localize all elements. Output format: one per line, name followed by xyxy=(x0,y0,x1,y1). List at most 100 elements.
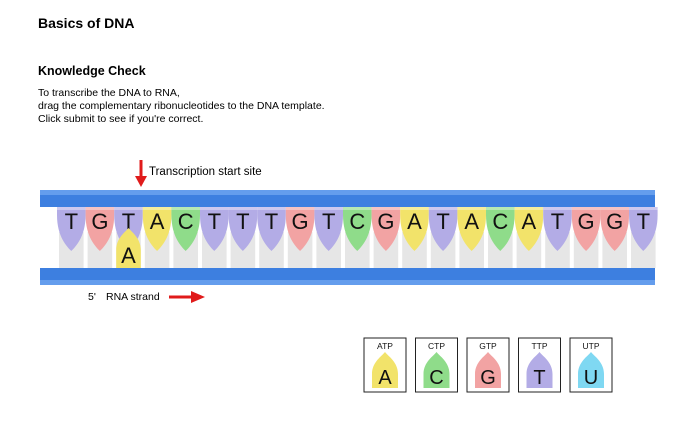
template-base: G xyxy=(85,207,115,251)
template-base-shape xyxy=(257,207,286,251)
template-base: T xyxy=(200,207,229,251)
placed-nucleotides: A xyxy=(116,228,141,268)
template-base-letter: A xyxy=(464,209,479,234)
template-base: G xyxy=(371,207,401,251)
instruction-line: drag the complementary ribonucleotides t… xyxy=(38,100,325,112)
template-base-shape xyxy=(428,207,458,251)
template-base-highlight xyxy=(428,207,458,210)
template-base-shape xyxy=(371,207,401,251)
template-base-shape xyxy=(57,207,86,251)
palette-tile-shape xyxy=(475,352,501,388)
template-base-letter: A xyxy=(522,209,537,234)
palette-tile-code: ATP xyxy=(377,341,393,351)
template-base-letter: G xyxy=(377,209,394,234)
template-base-shape xyxy=(629,207,658,251)
template-base-shape xyxy=(171,207,200,251)
template-base-letter: T xyxy=(65,209,78,234)
transcription-start-label: Transcription start site xyxy=(149,166,262,178)
palette-tile-gtp[interactable]: GTP G xyxy=(466,337,510,393)
template-base-highlight xyxy=(228,207,258,210)
palette-tile-ctp[interactable]: CTP C xyxy=(415,337,458,393)
palette-tile-shape xyxy=(578,352,604,388)
palette-tile-letter: G xyxy=(480,367,496,389)
template-base-highlight xyxy=(200,207,229,210)
template-base-highlight xyxy=(114,207,143,210)
template-base-shape xyxy=(285,207,315,251)
template-base-letter: C xyxy=(178,209,194,234)
template-base-shape xyxy=(457,207,486,251)
template-base-shape xyxy=(200,207,229,251)
template-base: G xyxy=(600,207,629,251)
template-base-letter: T xyxy=(236,209,249,234)
placed-nucleotide[interactable]: A xyxy=(116,228,141,268)
palette-tile-code: GTP xyxy=(479,341,497,351)
template-base: C xyxy=(343,207,372,251)
template-base-letter: G xyxy=(91,209,108,234)
template-base-highlight xyxy=(343,207,372,210)
template-base-letter: G xyxy=(578,209,595,234)
palette-tile-letter: A xyxy=(378,367,392,389)
palette-tile-shape xyxy=(372,352,398,388)
template-base-highlight xyxy=(257,207,286,210)
template-base-letter: A xyxy=(150,209,165,234)
template-base-highlight xyxy=(543,207,572,210)
template-base: C xyxy=(171,207,200,251)
template-base-highlight xyxy=(514,207,544,210)
knowledge-check-title: Knowledge Check xyxy=(38,64,146,78)
template-base: A xyxy=(142,207,172,251)
palette-tile-letter: C xyxy=(429,367,443,389)
placed-nucleotide-shape xyxy=(116,228,141,268)
template-base: T xyxy=(228,207,258,251)
template-base-shape xyxy=(486,207,515,251)
instructions: To transcribe the DNA to RNA, drag the c… xyxy=(38,87,325,126)
palette-tile-atp[interactable]: ATP A xyxy=(363,337,407,393)
template-base-shape xyxy=(543,207,572,251)
template-base-highlight xyxy=(171,207,200,210)
template-base-shape xyxy=(314,207,343,251)
template-base-shape xyxy=(85,207,115,251)
template-base-letter: T xyxy=(208,209,221,234)
rna-strand-label: RNA strand xyxy=(106,291,160,303)
template-base-letter: A xyxy=(407,209,422,234)
rna-direction-arrow xyxy=(169,291,205,303)
rna-5-prime-label: 5' xyxy=(88,291,96,303)
template-base-letter: T xyxy=(551,209,564,234)
palette-tile-code: UTP xyxy=(583,341,600,351)
template-base-letter: G xyxy=(606,209,623,234)
template-base-highlight xyxy=(457,207,486,210)
template-base-highlight xyxy=(85,207,115,210)
template-base-shape xyxy=(571,207,601,251)
rna-backbone-highlight xyxy=(40,280,655,285)
template-base-letter: C xyxy=(349,209,365,234)
palette-tile-shape xyxy=(526,352,553,388)
template-base-shape xyxy=(228,207,258,251)
dna-template-backbone-highlight xyxy=(40,190,655,195)
template-base-highlight xyxy=(371,207,401,210)
template-base: C xyxy=(486,207,515,251)
template-base-highlight xyxy=(314,207,343,210)
palette-tile-code: CTP xyxy=(428,341,445,351)
template-base-letter: T xyxy=(122,209,135,234)
template-base-letter: G xyxy=(292,209,309,234)
instruction-line: Click submit to see if you're correct. xyxy=(38,113,204,125)
template-base: A xyxy=(400,207,429,251)
template-base-shape xyxy=(343,207,372,251)
template-base-highlight xyxy=(571,207,601,210)
palette-tile-code: TTP xyxy=(531,341,547,351)
template-base: A xyxy=(457,207,486,251)
template-base-shape xyxy=(400,207,429,251)
template-base-highlight xyxy=(142,207,172,210)
template-base-highlight xyxy=(600,207,629,210)
template-base: T xyxy=(428,207,458,251)
template-base-highlight xyxy=(486,207,515,210)
template-base: T xyxy=(257,207,286,251)
template-base-letter: T xyxy=(436,209,449,234)
template-base-letter: T xyxy=(322,209,335,234)
template-base-letter: C xyxy=(492,209,508,234)
template-base-highlight xyxy=(400,207,429,210)
template-base-highlight xyxy=(57,207,86,210)
